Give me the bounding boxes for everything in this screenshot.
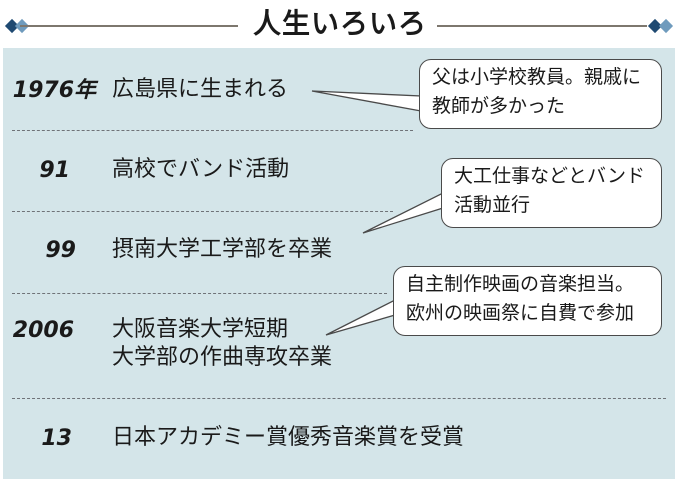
event-line: 高校でバンド活動	[112, 157, 290, 182]
header: 人生いろいろ	[0, 0, 680, 46]
callout-bubble: 大工仕事などとバンド 活動並行	[441, 158, 662, 228]
entry-event: 大阪音楽大学短期 大学部の作曲専攻卒業	[112, 316, 332, 372]
event-line: 日本アカデミー賞優秀音楽賞を受賞	[112, 425, 465, 450]
entry-year: 2006	[12, 318, 74, 343]
divider	[12, 398, 666, 399]
event-line: 大阪音楽大学短期	[112, 317, 289, 342]
divider	[12, 293, 387, 294]
event-line: 摂南大学工学部を卒業	[112, 237, 333, 262]
entry-event: 摂南大学工学部を卒業	[112, 236, 332, 264]
event-line: 大学部の作曲専攻卒業	[112, 345, 333, 370]
entry-event: 高校でバンド活動	[112, 156, 289, 184]
callout-tail	[362, 191, 444, 234]
callout-tail	[311, 90, 422, 112]
callout-bubble: 父は小学校教員。親戚に 教師が多かった	[419, 59, 662, 129]
header-rule-left	[20, 25, 238, 27]
callout-line: 自主制作映画の音楽担当。	[406, 273, 635, 295]
entry-year: 1976年	[12, 78, 96, 103]
callout-line: 教師が多かった	[432, 95, 566, 117]
divider	[12, 211, 393, 212]
entry-event: 日本アカデミー賞優秀音楽賞を受賞	[112, 424, 464, 452]
callout-tail	[325, 298, 396, 336]
entry-year: 91	[39, 158, 70, 183]
callout-line: 活動並行	[454, 194, 531, 216]
entry-year: 13	[41, 426, 72, 451]
entry-event: 広島県に生まれる	[112, 76, 288, 104]
callout-line: 父は小学校教員。親戚に	[432, 66, 642, 88]
callout-bubble: 自主制作映画の音楽担当。 欧州の映画祭に自費で参加	[393, 266, 662, 336]
event-line: 広島県に生まれる	[112, 77, 289, 102]
entry-year: 99	[45, 238, 76, 263]
callout-line: 欧州の映画祭に自費で参加	[406, 302, 635, 324]
page-title: 人生いろいろ	[252, 7, 427, 40]
callout-line: 大工仕事などとバンド	[454, 165, 645, 187]
divider	[12, 130, 413, 131]
header-rule-right	[437, 25, 647, 27]
